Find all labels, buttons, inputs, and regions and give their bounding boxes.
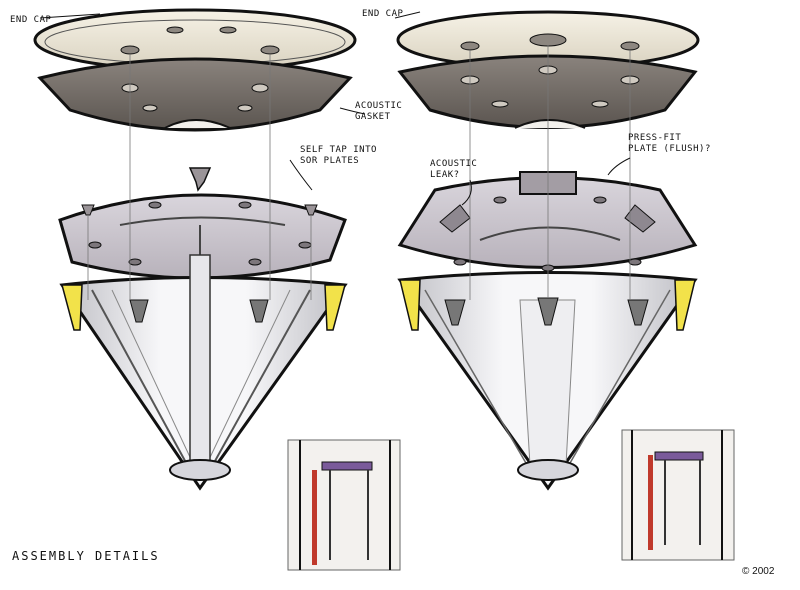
left-detail-inset <box>287 439 401 571</box>
right-end-cap <box>396 10 700 70</box>
left-mounting-plate <box>58 193 347 290</box>
right-assembly <box>396 10 700 491</box>
label-acoustic-gasket-line2: GASKET <box>355 112 391 122</box>
assembly-details-title: ASSEMBLY DETAILS <box>12 549 160 563</box>
label-end-cap-left: END CAP <box>10 15 52 25</box>
label-acoustic-leak-line1: ACOUSTIC <box>430 159 477 169</box>
right-mounting-plate <box>397 171 698 272</box>
label-press-fit-line1: PRESS-FIT <box>628 133 681 143</box>
label-press-fit-line2: PLATE (FLUSH)? <box>628 144 711 154</box>
label-self-tap: SELF TAP INTO SOR PLATES <box>300 145 383 166</box>
label-acoustic-leak: ACOUSTIC LEAK? <box>430 159 483 180</box>
right-detail-inset <box>621 429 735 561</box>
label-self-tap-line1: SELF TAP INTO <box>300 145 377 155</box>
left-acoustic-gasket <box>37 57 353 132</box>
label-acoustic-leak-line2: LEAK? <box>430 170 460 180</box>
screw-icon <box>188 167 212 192</box>
left-cone-body <box>59 254 348 491</box>
left-end-cap <box>33 8 357 72</box>
copyright-text: © 2002 <box>742 566 775 577</box>
annotation-leaders <box>39 11 631 206</box>
right-assembly-guides <box>469 45 631 300</box>
right-acoustic-gasket <box>397 54 698 129</box>
label-press-fit: PRESS-FIT PLATE (FLUSH)? <box>628 133 711 154</box>
right-cone-body <box>397 271 698 491</box>
label-end-cap-right: END CAP <box>362 9 404 19</box>
label-self-tap-line2: SOR PLATES <box>300 156 359 166</box>
label-acoustic-gasket: ACOUSTIC GASKET <box>355 101 408 122</box>
left-assembly <box>33 8 357 491</box>
label-acoustic-gasket-line1: ACOUSTIC <box>355 101 402 111</box>
left-assembly-guides <box>87 55 312 300</box>
